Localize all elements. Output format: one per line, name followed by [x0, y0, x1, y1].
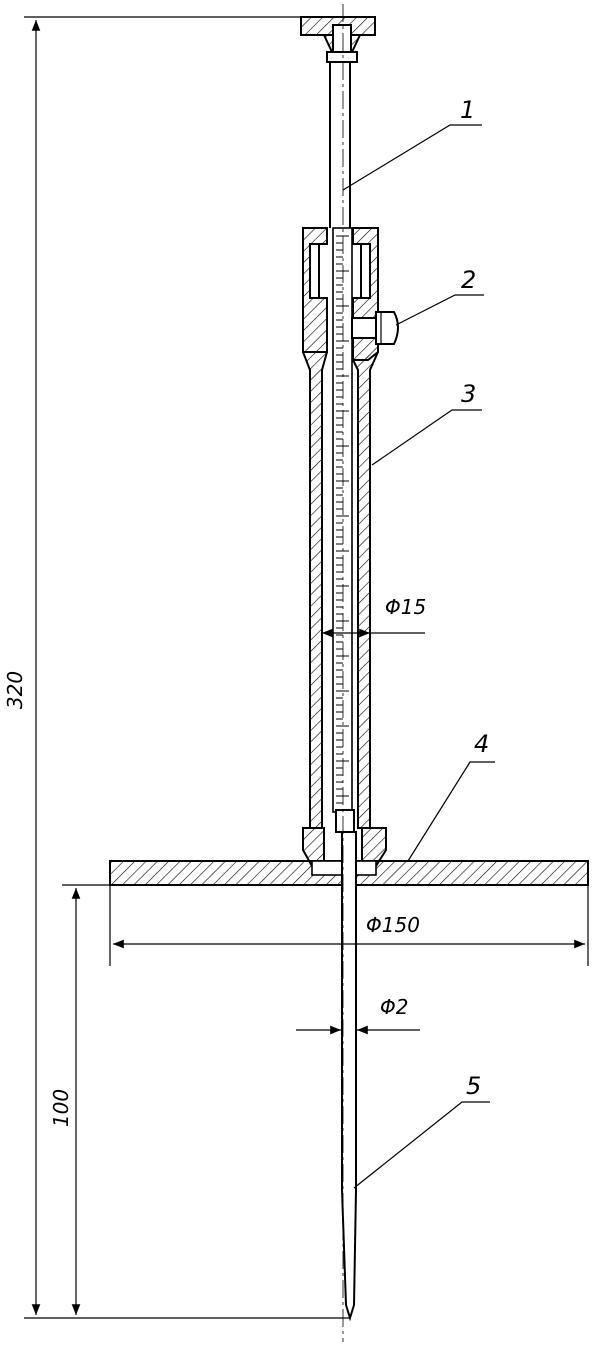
dim-base-diameter: Φ150 [109, 885, 589, 966]
scale-ticks [336, 235, 349, 804]
part-label-5: 5 [466, 1072, 481, 1100]
leader-4: 4 [407, 730, 495, 862]
part-label-2: 2 [461, 266, 476, 294]
locking-screw [351, 311, 399, 345]
leader-1: 1 [342, 96, 482, 191]
part-label-4: 4 [474, 730, 489, 758]
part-label-3: 3 [461, 380, 476, 408]
leader-3: 3 [371, 380, 482, 466]
guide-tube [302, 227, 387, 867]
dim-probe-length: 100 [49, 884, 110, 1315]
dim-total-height: 320 [3, 16, 350, 1319]
dim-tube-diameter-label: Φ15 [385, 595, 426, 619]
leader-2: 2 [395, 266, 484, 326]
dim-tube-diameter: Φ15 [322, 595, 426, 638]
part-label-1: 1 [460, 96, 475, 124]
top-knob [300, 16, 376, 63]
rod [329, 62, 351, 228]
probe-needle [335, 809, 357, 1322]
leader-5: 5 [353, 1072, 490, 1189]
scale-strip [332, 227, 353, 813]
dim-probe-diameter-label: Φ2 [380, 995, 408, 1019]
dim-base-diameter-label: Φ150 [366, 913, 420, 937]
dim-probe-diameter: Φ2 [296, 995, 420, 1035]
dim-total-height-label: 320 [3, 671, 27, 709]
dim-probe-length-label: 100 [49, 1089, 73, 1127]
